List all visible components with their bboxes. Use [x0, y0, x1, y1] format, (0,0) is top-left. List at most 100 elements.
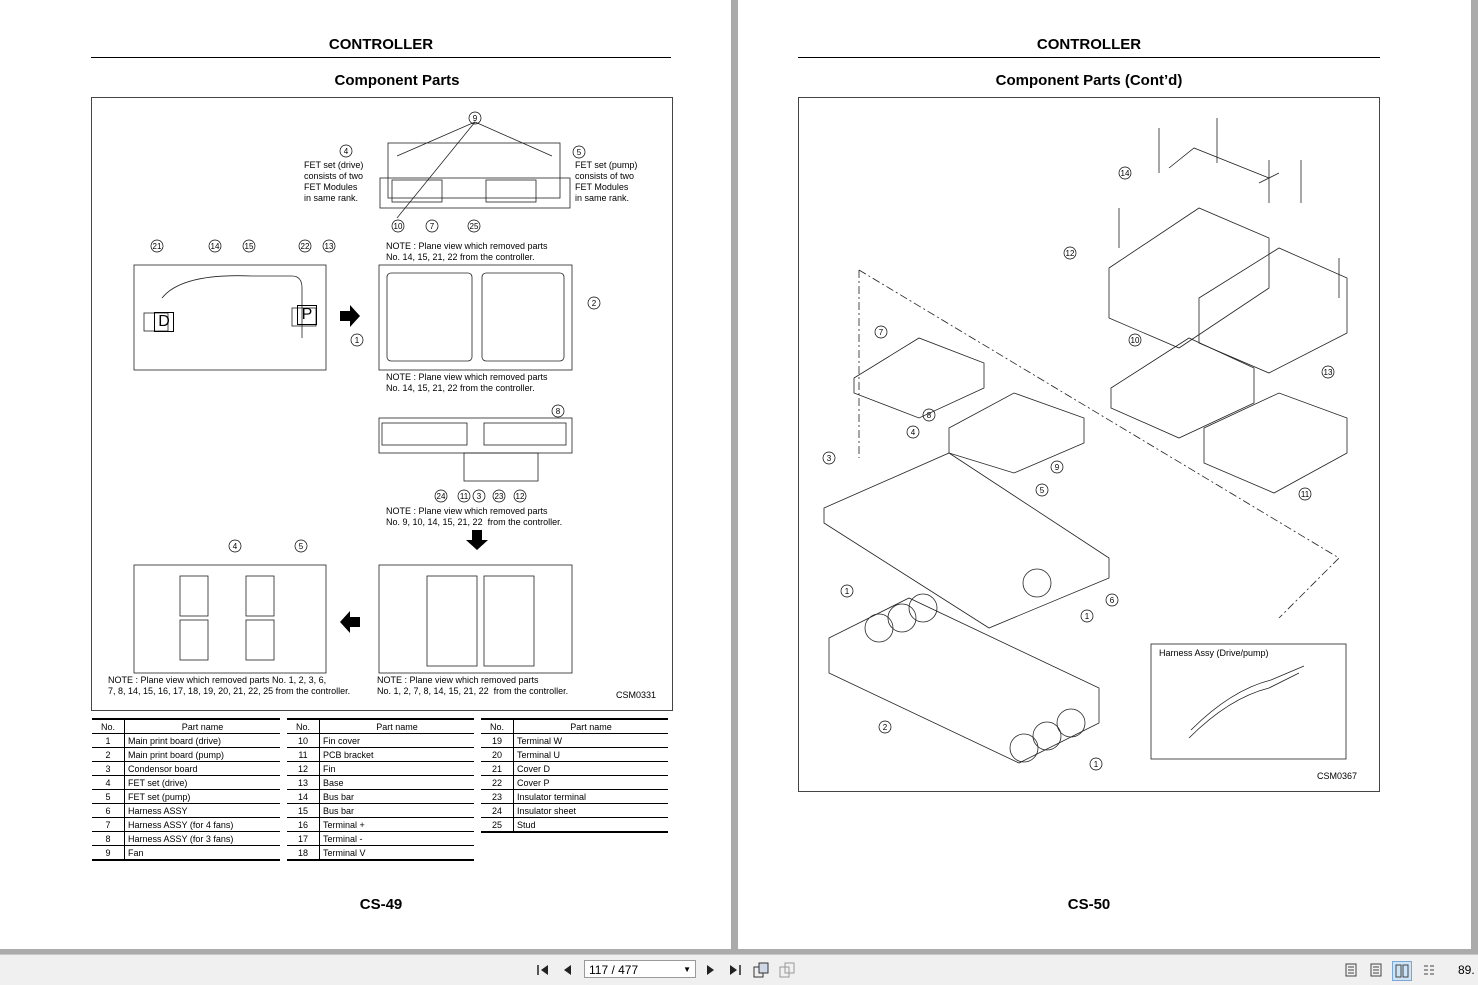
page-number: CS-50	[1067, 896, 1111, 913]
next-page-icon[interactable]	[702, 961, 720, 979]
svg-text:14: 14	[211, 242, 220, 251]
part-name: Insulator terminal	[513, 789, 668, 804]
svg-text:1: 1	[1085, 612, 1090, 621]
page-subtitle: Component Parts	[334, 72, 460, 89]
svg-text:15: 15	[245, 242, 254, 251]
cover-p-label: P	[297, 305, 317, 325]
part-name: Fan	[124, 845, 280, 861]
zoom-level[interactable]: 89.	[1458, 963, 1475, 977]
part-number: 13	[287, 775, 320, 790]
cover-d-label: D	[154, 312, 174, 332]
part-number: 4	[92, 775, 125, 790]
rotate-page-icon[interactable]	[752, 961, 770, 979]
page-number-input[interactable]: 117 / 477 ▼	[584, 960, 696, 978]
svg-text:6: 6	[1110, 596, 1115, 605]
part-number: 10	[287, 733, 320, 748]
svg-text:10: 10	[394, 222, 403, 231]
svg-text:5: 5	[1040, 486, 1045, 495]
part-number: 19	[481, 733, 514, 748]
svg-text:13: 13	[1324, 368, 1333, 377]
page-subtitle: Component Parts (Cont’d)	[995, 72, 1183, 89]
part-name: Bus bar	[319, 803, 474, 818]
part-name: Fin cover	[319, 733, 474, 748]
svg-text:11: 11	[460, 492, 469, 501]
part-number: 12	[287, 761, 320, 776]
previous-page-icon[interactable]	[558, 961, 576, 979]
part-number: 6	[92, 803, 125, 818]
note-5: NOTE : Plane view which removed parts No…	[377, 675, 569, 696]
continuous-view-icon[interactable]	[1367, 961, 1385, 979]
page-header: CONTROLLER	[91, 36, 671, 58]
svg-text:1: 1	[355, 336, 360, 345]
two-page-continuous-icon[interactable]	[1420, 961, 1438, 979]
figure-code: CSM0367	[1317, 771, 1358, 781]
part-name: Cover P	[513, 775, 668, 790]
note-fet-drive: FET set (drive) consists of two FET Modu…	[304, 160, 364, 203]
part-number: 1	[92, 733, 125, 748]
part-name: Harness ASSY (for 4 fans)	[124, 817, 280, 832]
note-fet-pump: FET set (pump) consists of two FET Modul…	[575, 160, 638, 203]
part-number: 20	[481, 747, 514, 762]
svg-text:2: 2	[592, 299, 597, 308]
col-name-header: Part name	[513, 718, 668, 734]
part-number: 2	[92, 747, 125, 762]
page-header: CONTROLLER	[798, 36, 1380, 58]
part-number: 17	[287, 831, 320, 846]
first-page-icon[interactable]	[534, 961, 552, 979]
note-2: NOTE : Plane view which removed parts No…	[386, 372, 548, 393]
svg-text:4: 4	[233, 542, 238, 551]
last-page-icon[interactable]	[726, 961, 744, 979]
svg-text:1: 1	[845, 587, 850, 596]
copy-page-icon[interactable]	[778, 961, 796, 979]
svg-text:9: 9	[1055, 463, 1060, 472]
part-number: 16	[287, 817, 320, 832]
note-3: NOTE : Plane view which removed parts No…	[386, 506, 563, 527]
svg-text:7: 7	[879, 328, 884, 337]
part-number: 18	[287, 845, 320, 861]
chevron-down-icon[interactable]: ▼	[683, 965, 691, 974]
svg-text:5: 5	[577, 148, 582, 157]
part-number: 5	[92, 789, 125, 804]
two-page-view-icon[interactable]	[1392, 961, 1412, 981]
single-page-view-icon[interactable]	[1342, 961, 1360, 979]
svg-text:13: 13	[325, 242, 334, 251]
part-name: Terminal W	[513, 733, 668, 748]
svg-text:12: 12	[1066, 249, 1075, 258]
part-number: 11	[287, 747, 320, 762]
col-no-header: No.	[287, 718, 320, 734]
note-1: NOTE : Plane view which removed parts No…	[386, 241, 548, 262]
part-name: Harness ASSY	[124, 803, 280, 818]
col-name-header: Part name	[124, 718, 280, 734]
svg-text:14: 14	[1121, 169, 1130, 178]
svg-text:4: 4	[911, 428, 916, 437]
part-number: 3	[92, 761, 125, 776]
svg-text:22: 22	[301, 242, 310, 251]
part-name: Base	[319, 775, 474, 790]
svg-text:5: 5	[299, 542, 304, 551]
part-name: Fin	[319, 761, 474, 776]
part-number: 15	[287, 803, 320, 818]
part-name: FET set (drive)	[124, 775, 280, 790]
part-number: 22	[481, 775, 514, 790]
part-name: Cover D	[513, 761, 668, 776]
inset-label: Harness Assy (Drive/pump)	[1159, 648, 1269, 658]
part-name: Terminal -	[319, 831, 474, 846]
part-number: 23	[481, 789, 514, 804]
